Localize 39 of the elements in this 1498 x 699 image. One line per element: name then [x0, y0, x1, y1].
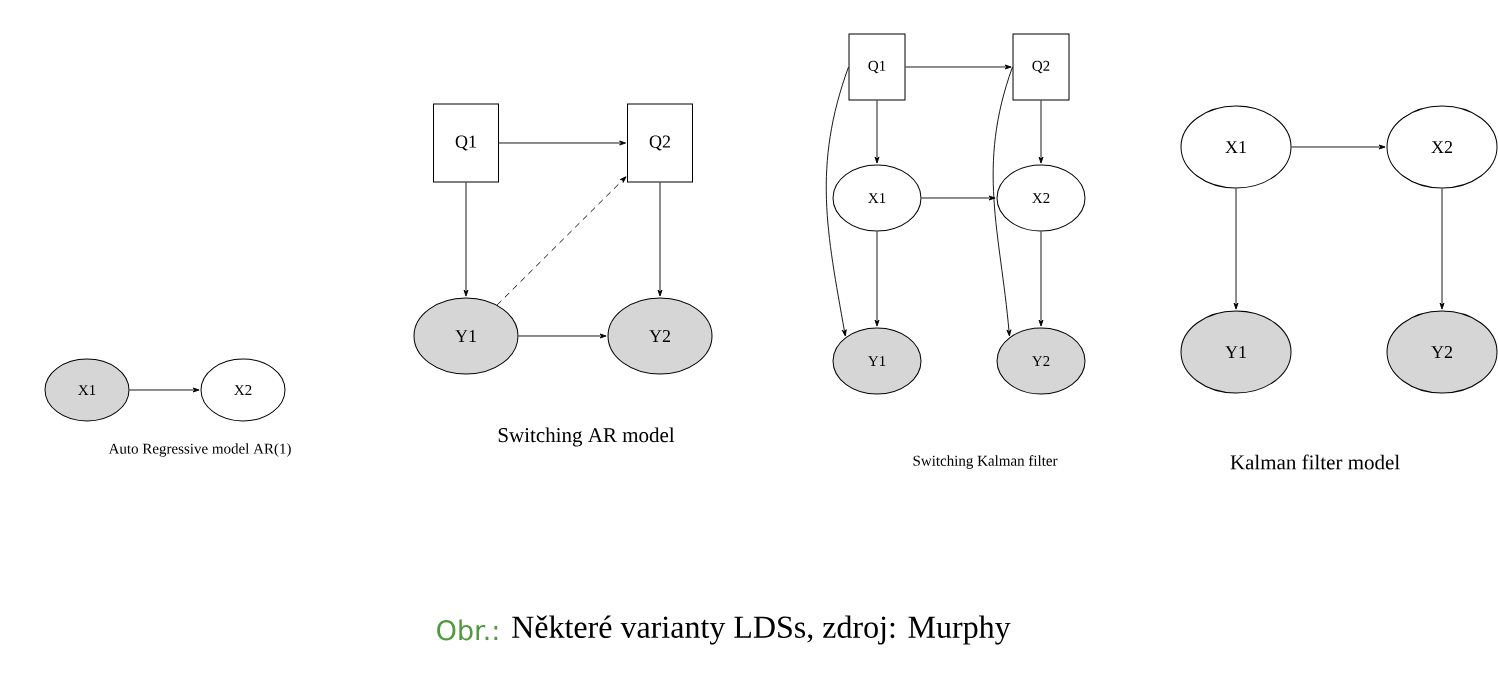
ellipse-node: Y1: [413, 297, 519, 375]
arrow: [905, 64, 1012, 70]
arrow: [129, 387, 200, 393]
model-title: Switching Kalman filter: [913, 455, 1058, 469]
model-title: Kalman filter model: [1230, 454, 1400, 470]
ellipse-node: X1: [44, 358, 130, 422]
arrow: [1439, 188, 1445, 310]
arrow: [657, 182, 663, 297]
square-node: Q1: [848, 33, 906, 101]
square-node: Q2: [627, 103, 693, 183]
arrow: [496, 176, 627, 306]
square-node: Q1: [433, 103, 499, 183]
ellipse-node: X2: [996, 164, 1086, 232]
arrow: [463, 182, 469, 297]
arrow: [921, 195, 996, 201]
ellipse-node: X2: [1386, 105, 1498, 189]
model-title: Auto Regressive model AR(1): [108, 443, 291, 457]
ellipse-node: Y1: [832, 327, 922, 395]
ellipse-node: Y2: [607, 297, 713, 375]
curved-arrow: [825, 66, 849, 337]
ellipse-node: X2: [200, 358, 286, 422]
ellipse-node: X1: [1180, 105, 1292, 189]
model-title: Switching AR model: [498, 427, 675, 447]
ellipse-node: Y2: [1386, 310, 1498, 394]
arrow: [498, 140, 627, 146]
ellipse-node: Y1: [1180, 310, 1292, 394]
arrow: [1233, 188, 1239, 310]
ellipse-node: X1: [832, 164, 922, 232]
arrow: [874, 231, 880, 327]
arrow: [874, 100, 880, 164]
figure-caption: Některé varianty LDSs, zdroj: Murphy: [512, 615, 1011, 645]
arrow: [1038, 231, 1044, 327]
square-node: Q2: [1012, 33, 1070, 101]
curved-arrow: [992, 66, 1013, 337]
arrow: [518, 333, 607, 339]
arrow: [1038, 100, 1044, 164]
arrow: [1291, 144, 1386, 150]
ellipse-node: Y2: [996, 327, 1086, 395]
caption-prefix: Obr.:: [437, 619, 498, 641]
